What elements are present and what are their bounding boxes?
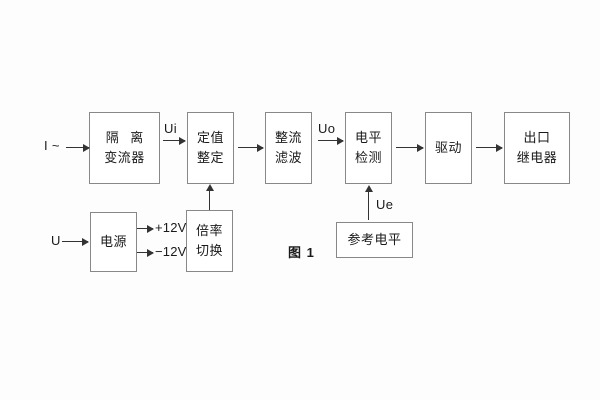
block-ratio-switch: 倍率 切换 [186, 210, 233, 272]
arrow-voltage-input-to-power-supply [62, 237, 89, 246]
block-output-relay: 出口 继电器 [504, 112, 570, 184]
block-drive-line-1: 驱动 [434, 139, 462, 155]
block-level-detect-line-2: 检测 [354, 150, 382, 165]
block-setting-value: 定值 整定 [187, 112, 234, 184]
arrow-drive-to-output-relay [476, 143, 503, 152]
label-plus-12v: +12V [155, 220, 187, 235]
label-voltage-input: U [51, 233, 61, 248]
figure-caption: 图 1 [288, 245, 315, 260]
arrow-power-supply-out-negative [137, 248, 154, 257]
arrow-reference-level-to-level-detect [364, 185, 373, 220]
arrow-ratio-switch-to-setting [205, 184, 214, 210]
block-reference-level: 参考电平 [336, 222, 413, 258]
arrow-current-input-to-isolation [66, 143, 90, 152]
block-power-supply-line-1: 电源 [99, 233, 127, 249]
label-ui: Ui [164, 121, 177, 136]
block-rectify-filter-line-2: 滤波 [274, 150, 302, 165]
block-rectify-filter-line-1: 整流 [274, 129, 302, 145]
block-ratio-switch-line-2: 切换 [195, 243, 223, 258]
label-minus-12v: −12V [155, 244, 187, 259]
arrow-level-detect-to-drive [396, 143, 424, 152]
block-output-relay-line-1: 出口 [523, 129, 551, 145]
block-output-relay-line-2: 继电器 [516, 150, 558, 165]
block-drive: 驱动 [425, 112, 472, 184]
arrow-power-supply-out-positive [137, 224, 154, 233]
arrow-rectify-to-level-detect [318, 136, 344, 145]
block-power-supply: 电源 [90, 212, 137, 272]
block-rectify-filter: 整流 滤波 [265, 112, 312, 184]
arrow-setting-to-rectify [238, 143, 264, 152]
block-isolation-ct: 隔 离 变流器 [89, 112, 160, 184]
block-ratio-switch-line-1: 倍率 [195, 222, 223, 238]
block-isolation-ct-line-2: 变流器 [104, 150, 145, 165]
block-level-detect-line-1: 电平 [354, 129, 382, 145]
block-isolation-ct-line-1: 隔 离 [105, 129, 148, 145]
arrow-isolation-to-setting [163, 136, 186, 145]
block-setting-value-line-1: 定值 [196, 129, 224, 145]
block-level-detect: 电平 检测 [345, 112, 392, 184]
label-ue: Ue [376, 197, 394, 212]
block-reference-level-line-1: 参考电平 [347, 231, 402, 247]
label-current-input: I ~ [44, 138, 60, 153]
block-setting-value-line-2: 整定 [196, 150, 224, 165]
label-uo: Uo [318, 121, 336, 136]
